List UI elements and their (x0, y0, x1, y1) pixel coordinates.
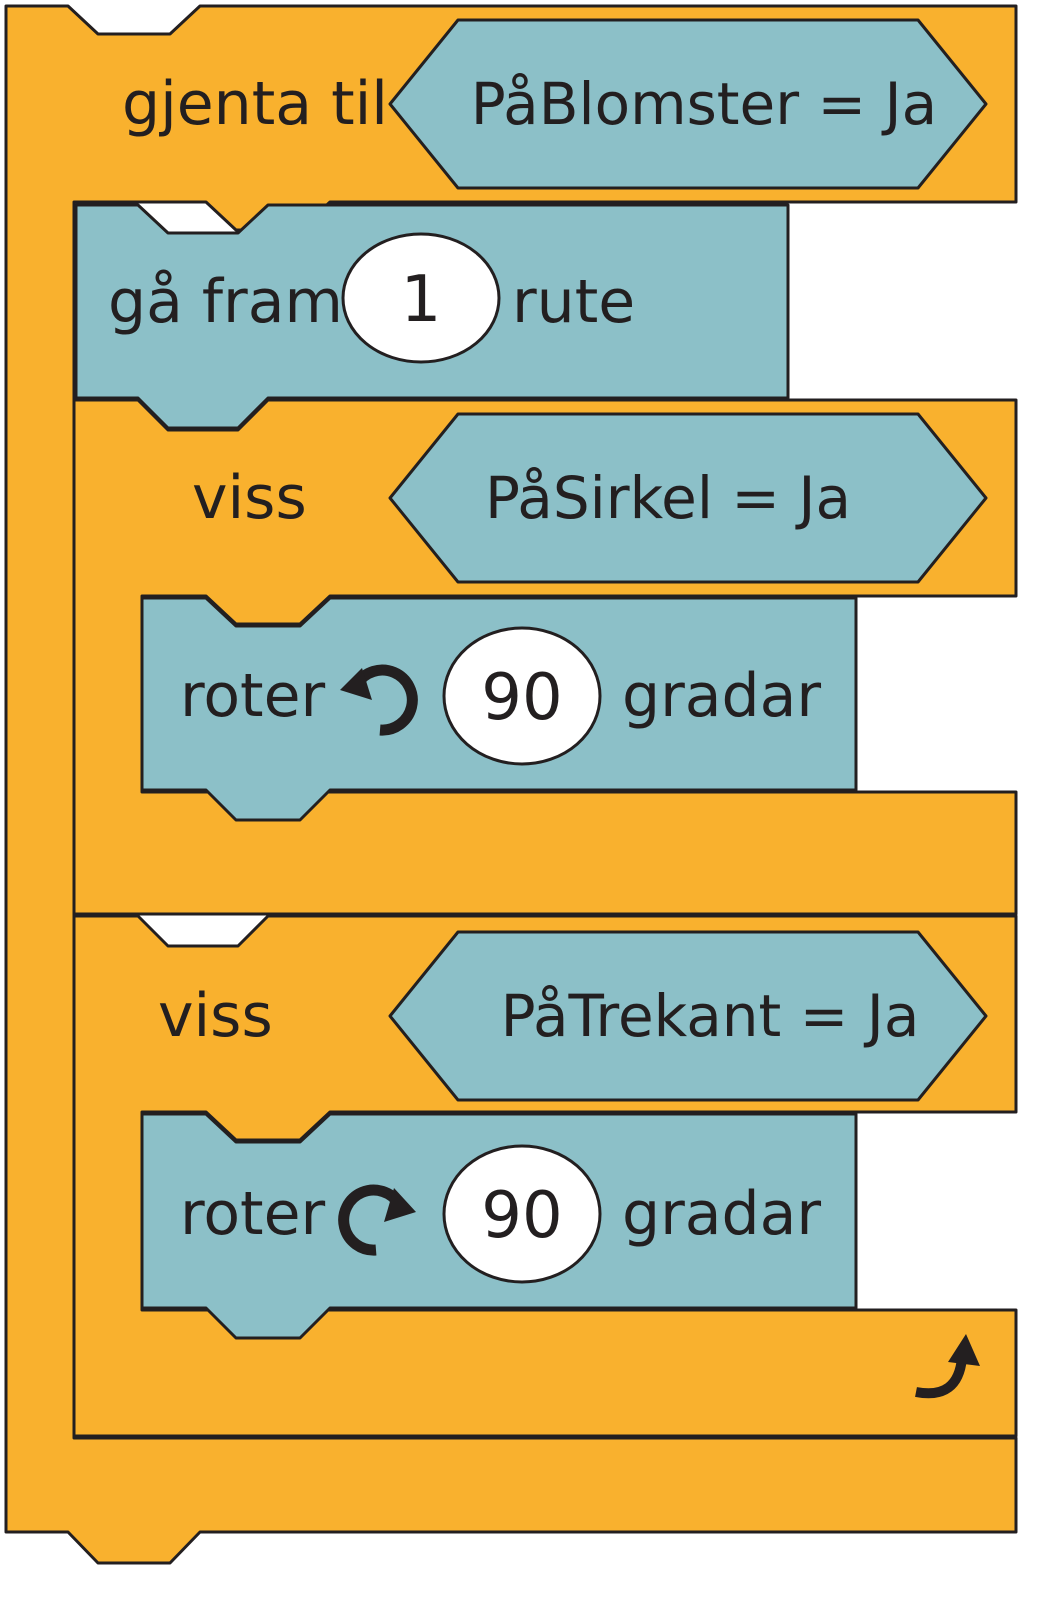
if-circle-condition-text: PåSirkel = Ja (485, 464, 851, 532)
rotate-left-degrees-slot[interactable] (442, 626, 602, 766)
rotate-left-degrees-value[interactable]: 90 (481, 661, 562, 735)
move-steps-slot[interactable] (341, 232, 501, 364)
rotate-clockwise-icon (338, 1184, 416, 1256)
rotate-right-degrees-slot[interactable] (442, 1144, 602, 1284)
rotate-right-label: roter (180, 1179, 325, 1249)
loop-arrow-icon (915, 1334, 980, 1399)
rotate-left-unit-label: gradar (622, 661, 821, 731)
move-label: gå fram (108, 267, 343, 337)
if-circle-label: viss (192, 463, 307, 533)
move-unit-label: rute (512, 267, 635, 337)
rotate-right-degrees-value[interactable]: 90 (481, 1179, 562, 1253)
if-triangle-condition-text: PåTrekant = Ja (501, 982, 920, 1050)
move-steps-value[interactable]: 1 (401, 263, 442, 337)
if-triangle-label: viss (158, 981, 273, 1051)
repeat-condition-hexagon[interactable] (388, 18, 988, 190)
if-triangle-condition-hexagon[interactable] (388, 930, 988, 1102)
if-circle-condition-hexagon[interactable] (388, 412, 988, 584)
rotate-right-unit-label: gradar (622, 1179, 821, 1249)
repeat-until-label: gjenta til (122, 69, 388, 139)
rotate-left-label: roter (180, 661, 325, 731)
rotate-counterclockwise-icon (340, 664, 418, 736)
repeat-condition-text: PåBlomster = Ja (471, 70, 937, 138)
